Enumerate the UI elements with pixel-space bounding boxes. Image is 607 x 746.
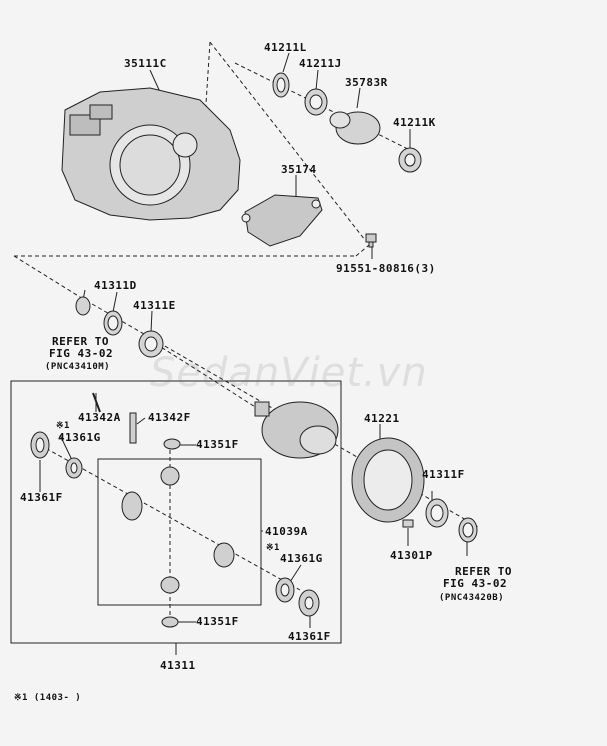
label-41221: 41221	[364, 412, 400, 425]
refer-right-line3: (PNC43420B)	[439, 593, 505, 603]
label-41211L: 41211L	[264, 41, 307, 54]
side-gear-left-part	[121, 491, 143, 521]
pinion-top-part	[160, 466, 180, 486]
bolt-41301P-part	[402, 519, 414, 528]
label-41361G-right: 41361G	[280, 552, 323, 565]
label-35174: 35174	[281, 163, 317, 176]
pin-41342A-part	[92, 392, 101, 413]
refer-right-line2: FIG 43-02	[443, 577, 508, 590]
label-41311: 41311	[160, 659, 196, 672]
side-gear-right-part	[213, 542, 235, 568]
thrust-41351F-bottom-part	[161, 616, 179, 628]
note-mark-1: ※1	[56, 421, 70, 431]
label-41342A: 41342A	[78, 411, 121, 424]
footnote: ※1 (1403- )	[14, 693, 82, 703]
label-41301P: 41301P	[390, 549, 433, 562]
label-41311F: 41311F	[422, 468, 465, 481]
refer-left-line3: (PNC43410M)	[45, 362, 111, 372]
label-91551: 91551-80816(3)	[336, 262, 436, 275]
label-41311E: 41311E	[133, 299, 176, 312]
shaft-41342F-part	[129, 412, 137, 444]
drive-gear-35783R-part	[329, 111, 381, 145]
note-mark-2: ※1	[266, 543, 280, 553]
refer-left-line1: REFER TO	[52, 335, 109, 348]
label-41211J: 41211J	[299, 57, 342, 70]
label-41361F-left: 41361F	[20, 491, 63, 504]
label-41039A: 41039A	[265, 525, 308, 538]
pinion-bottom-part	[160, 576, 180, 594]
refer-left-line2: FIG 43-02	[49, 347, 114, 360]
seal-left-part	[75, 296, 91, 316]
transaxle-housing-part	[61, 87, 241, 221]
watermark: SedanViet.vn	[150, 350, 428, 396]
label-41351F-bottom: 41351F	[196, 615, 239, 628]
thrust-41351F-top-part	[163, 438, 181, 450]
label-41342F: 41342F	[148, 411, 191, 424]
cover-part	[241, 194, 323, 247]
bolt-91551-part	[365, 233, 377, 248]
label-41311D: 41311D	[94, 279, 137, 292]
label-41361G-top: 41361G	[58, 431, 101, 444]
pinion-kit-box	[97, 458, 262, 606]
label-41351F-top: 41351F	[196, 438, 239, 451]
ring-gear-41221-part	[351, 437, 425, 523]
label-41211K: 41211K	[393, 116, 436, 129]
differential-case-part	[254, 401, 339, 459]
label-35111C: 35111C	[124, 57, 167, 70]
label-35783R: 35783R	[345, 76, 388, 89]
label-41361F-right: 41361F	[288, 630, 331, 643]
refer-right-line1: REFER TO	[455, 565, 512, 578]
